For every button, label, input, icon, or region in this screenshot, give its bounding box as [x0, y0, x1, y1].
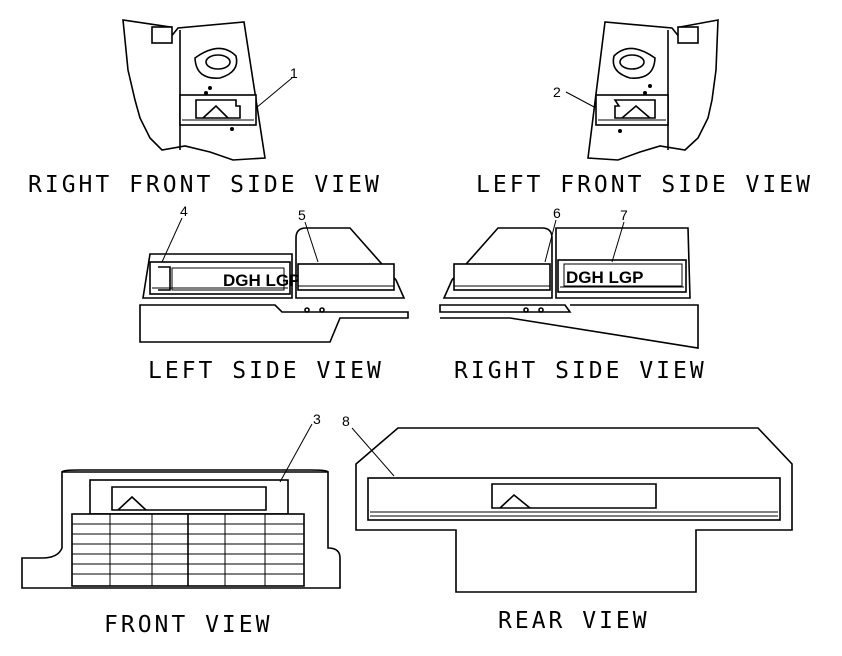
front-view: 3 FRONT VIEW	[21, 411, 341, 638]
decal-item-5	[297, 263, 395, 291]
rear-view: 8 REAR VIEW	[342, 413, 793, 634]
callout-1: 1	[290, 65, 298, 81]
left-side-view: DGH LGP 4 5 LEFT SIDE VIEW	[139, 203, 409, 384]
right-front-side-view: 1 RIGHT FRONT SIDE VIEW	[28, 19, 382, 198]
right-side-view: DGH LGP 6 7 RIGHT SIDE VIEW	[439, 205, 707, 384]
right-front-side-view-label: RIGHT FRONT SIDE VIEW	[28, 172, 382, 198]
front-view-label: FRONT VIEW	[104, 612, 272, 638]
front-grille	[71, 513, 305, 587]
right-side-view-label: RIGHT SIDE VIEW	[454, 358, 707, 384]
decal-item-2	[595, 94, 669, 126]
left-front-side-view: 2 LEFT FRONT SIDE VIEW	[476, 19, 813, 198]
right-decal-model-text: DGH LGP	[566, 268, 643, 287]
rear-view-label: REAR VIEW	[498, 608, 650, 634]
decal-item-4: DGH LGP	[149, 261, 300, 295]
left-side-view-label: LEFT SIDE VIEW	[148, 358, 384, 384]
decal-item-8	[367, 477, 781, 521]
decal-item-3	[89, 479, 289, 515]
callout-4: 4	[180, 203, 188, 219]
callout-7: 7	[620, 207, 628, 223]
callout-5: 5	[298, 207, 306, 223]
left-front-side-view-label: LEFT FRONT SIDE VIEW	[476, 172, 813, 198]
left-decal-model-text: DGH LGP	[223, 271, 300, 290]
decal-item-7: DGH LGP	[557, 259, 687, 293]
decal-item-6	[453, 263, 551, 291]
callout-8: 8	[342, 413, 350, 429]
decal-item-1	[179, 94, 257, 126]
callout-6: 6	[553, 205, 561, 221]
callout-2: 2	[553, 84, 561, 100]
callout-3: 3	[313, 411, 321, 427]
